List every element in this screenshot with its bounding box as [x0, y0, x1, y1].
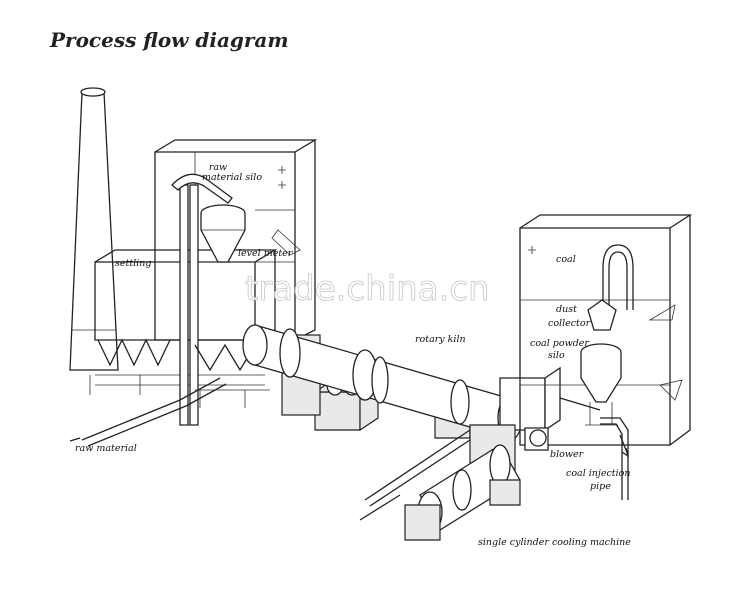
- label-level-meter: level meter: [238, 248, 294, 259]
- single-cylinder-cooling-machine: [404, 424, 521, 541]
- diagram-title: Process flow diagram: [50, 28, 289, 52]
- kiln-hood: [499, 366, 561, 432]
- label-rotary-kiln: rotary kiln: [415, 334, 466, 345]
- raw-material-conveyor: [69, 377, 227, 447]
- coal-powder-silo: [580, 343, 622, 426]
- label-coal: coal: [556, 254, 576, 265]
- raw-material-silo: [200, 204, 246, 263]
- label-coal-powder-silo-1: coal powder: [530, 338, 590, 349]
- label-coal-injection-pipe-2: pipe: [590, 481, 611, 492]
- dust-collector: [587, 244, 634, 331]
- blower: [524, 427, 549, 451]
- label-raw-material-silo-2: material silo: [202, 172, 262, 183]
- label-coal-injection-pipe-1: coal injection: [566, 468, 631, 479]
- label-dust-collector-1: dust: [556, 304, 577, 315]
- rotary-kiln: [242, 324, 523, 441]
- label-single-cylinder-cooling-machine: single cylinder cooling machine: [478, 537, 631, 548]
- label-dust-collector-2: collector: [548, 318, 592, 329]
- bucket-elevator: [171, 173, 233, 426]
- label-raw-material-silo-1: raw: [209, 162, 227, 173]
- watermark: trade.china.cn: [245, 269, 490, 309]
- cooling-conveyor: [359, 429, 477, 521]
- label-raw-material: raw material: [75, 443, 137, 454]
- label-coal-powder-silo-2: silo: [548, 350, 565, 361]
- chimney: [69, 87, 119, 371]
- label-blower: blower: [550, 449, 585, 460]
- label-settling: settling: [115, 258, 151, 269]
- coal-injection-pipe: [559, 397, 630, 500]
